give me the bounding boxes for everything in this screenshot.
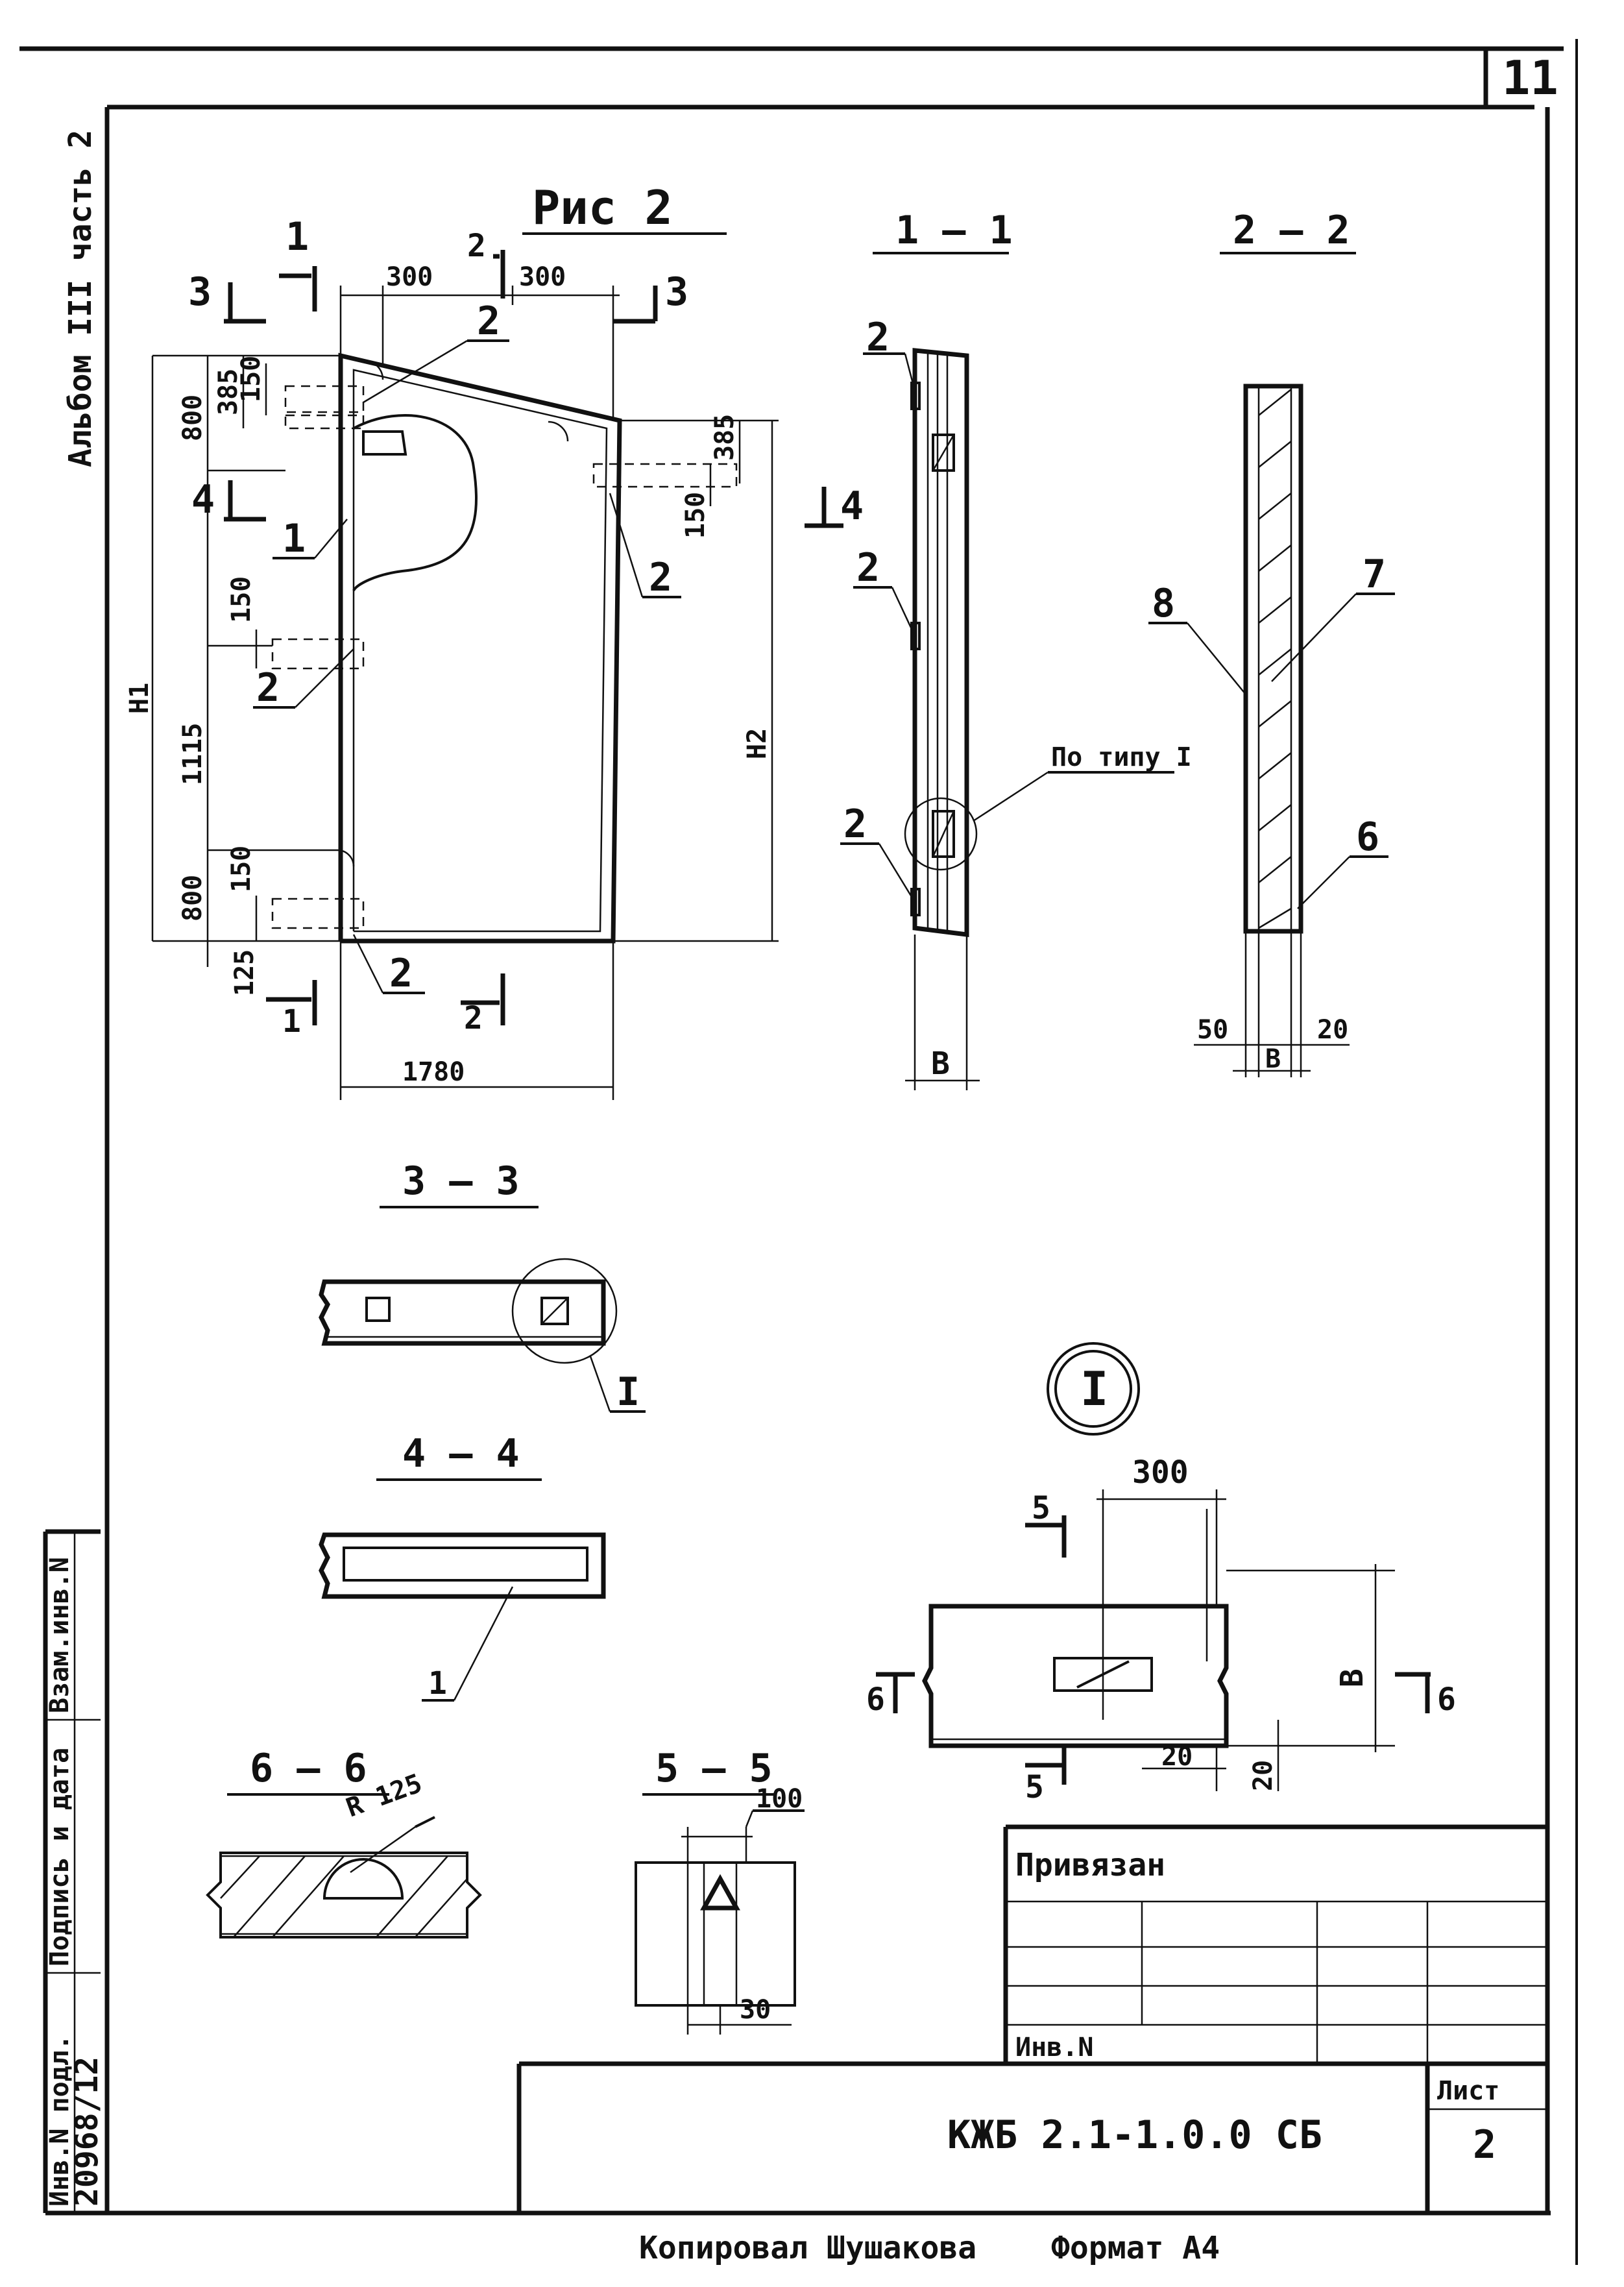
section-3-3-drawing (319, 1258, 646, 1413)
detailI-cut-6-left: 6 (866, 1682, 885, 1718)
cut-mark-3-left: 3 (188, 269, 212, 315)
section-2-2-title: 2 – 2 (1233, 208, 1350, 253)
footer-copied-by: Копировал Шушакова (639, 2230, 976, 2266)
s33-detail-mark: I (616, 1369, 640, 1415)
dim-150-a: 150 (236, 356, 266, 402)
main-dimension-lines (151, 286, 779, 1100)
dim-h1: H1 (125, 683, 154, 714)
detailI-cut-5-bottom: 5 (1025, 1769, 1044, 1805)
section-3-3-title: 3 – 3 (402, 1158, 520, 1204)
album-note: Альбом III часть 2 (62, 130, 99, 467)
title-block-lines (516, 1824, 1547, 2213)
cut-mark-1-top: 1 (285, 214, 309, 260)
detail-I-mark: I (1080, 1362, 1108, 1416)
side-stamp-inv-value: 20968/12 (69, 2057, 105, 2207)
s22-callout-6: 6 (1356, 814, 1379, 860)
s22-dim-b: B (1265, 1044, 1281, 1074)
detail-I-mark-circles (1047, 1342, 1140, 1436)
s55-dim-100: 100 (756, 1784, 803, 1814)
s11-callout-2-b: 2 (856, 545, 880, 591)
dim-300-a: 300 (386, 262, 433, 292)
dim-800-bottom: 800 (178, 875, 208, 922)
main-view-title: Рис 2 (532, 180, 673, 235)
cut-mark-4-left: 4 (191, 477, 215, 522)
s22-callout-8: 8 (1152, 581, 1175, 626)
dim-150-b: 150 (226, 576, 256, 623)
callout-1-main: 1 (282, 516, 306, 561)
detailI-cut-6-right: 6 (1437, 1682, 1456, 1718)
dim-1115: 1115 (178, 723, 208, 785)
footer-format: Формат А4 (1051, 2230, 1220, 2266)
s22-dim-20: 20 (1317, 1015, 1348, 1045)
detail-I-drawing (876, 1489, 1431, 1791)
s11-note-po-tipu: По типу I (1051, 742, 1192, 772)
callout-2-top: 2 (477, 299, 500, 344)
detailI-dim-b: B (1334, 1669, 1370, 1687)
dim-1780: 1780 (402, 1057, 465, 1087)
callout-2-bottom: 2 (389, 951, 413, 996)
s55-dim-30: 30 (740, 1995, 771, 2025)
s22-callout-7: 7 (1363, 552, 1386, 597)
side-stamp-inv-orig: Инв.N подл. (45, 2035, 75, 2207)
stamp-designation: КЖБ 2.1-1.0.0 СБ (947, 2112, 1322, 2158)
stamp-tied-label: Привязан (1015, 1847, 1165, 1883)
callout-2-mid: 2 (256, 665, 280, 711)
detailI-dim-20-a: 20 (1161, 1742, 1193, 1772)
side-stamp-lines (43, 1529, 101, 2213)
section-4-4-drawing (319, 1532, 606, 1702)
cut-mark-4-right: 4 (840, 483, 864, 529)
s11-dim-b: B (931, 1046, 950, 1082)
dim-385-right: 385 (710, 414, 740, 461)
callout-2-right: 2 (649, 555, 672, 600)
cut-mark-3-right: 3 (665, 269, 688, 315)
main-cut-marks (224, 250, 843, 1025)
section-1-1-drawing (840, 348, 1174, 1090)
section-2-2-drawing (1148, 384, 1395, 1077)
section-4-4-title: 4 – 4 (402, 1431, 520, 1476)
dim-150-c: 150 (226, 846, 256, 892)
stamp-sheet-label: Лист (1437, 2076, 1499, 2106)
stamp-sheet-number: 2 (1473, 2122, 1496, 2168)
dim-300-b: 300 (519, 262, 566, 292)
section-5-5-title: 5 – 5 (655, 1746, 773, 1791)
section-1-1-title: 1 – 1 (895, 208, 1013, 253)
cut-mark-2-bottom: 2 (464, 1000, 483, 1036)
detailI-dim-300: 300 (1132, 1454, 1189, 1491)
s44-callout-1: 1 (428, 1665, 447, 1702)
s11-callout-2-c: 2 (843, 801, 867, 847)
dim-125: 125 (230, 949, 260, 996)
dim-800-top: 800 (178, 395, 208, 441)
cut-mark-1-bottom: 1 (282, 1003, 301, 1040)
main-callout-leaders (253, 339, 681, 994)
dim-h2: H2 (742, 728, 772, 759)
section-6-6-drawing (206, 1816, 482, 1938)
detailI-dim-20-b: 20 (1248, 1760, 1278, 1791)
sheet-frame (19, 39, 1578, 2265)
main-panel-outline (271, 352, 738, 944)
side-stamp-sign-date: Подпись и дата (45, 1748, 75, 1966)
section-5-5-drawing (635, 1809, 805, 2035)
section-6-6-title: 6 – 6 (250, 1746, 367, 1791)
cut-mark-2-top: 2 (467, 228, 486, 264)
dim-385-left: 385 (213, 369, 243, 415)
stamp-inv-label: Инв.N (1015, 2033, 1093, 2062)
s22-dim-50: 50 (1197, 1015, 1228, 1045)
dim-150-right: 150 (681, 492, 710, 539)
page-number: 11 (1502, 51, 1558, 105)
s11-callout-2-a: 2 (866, 315, 890, 360)
detailI-cut-5-top: 5 (1032, 1490, 1050, 1526)
side-stamp-replace-inv: Взам.инв.N (45, 1557, 75, 1713)
